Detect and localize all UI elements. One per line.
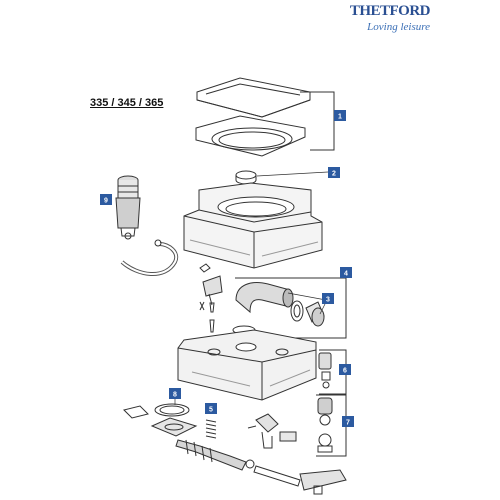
- callout-badge-5: 5: [205, 403, 217, 414]
- callout-badge-8: 8: [169, 388, 181, 399]
- svg-text:8: 8: [173, 392, 177, 399]
- svg-text:9: 9: [104, 198, 108, 205]
- level-indicator-part: [318, 352, 332, 389]
- svg-text:1: 1: [338, 114, 342, 121]
- callout-badge-3: 3: [322, 293, 334, 304]
- clip-parts: [199, 263, 223, 333]
- fresh-water-tank-part: [183, 182, 323, 269]
- valve-seal-kit-part: [123, 403, 198, 437]
- piston-rod-part: [175, 439, 347, 495]
- waste-holding-tank-part: [177, 329, 317, 401]
- spring-part: [205, 419, 217, 439]
- svg-text:4: 4: [344, 271, 348, 278]
- outlet-elbow-part: [235, 282, 294, 314]
- seal-ring-part: [290, 300, 304, 322]
- svg-text:2: 2: [332, 171, 336, 178]
- pump-hose-part: [120, 239, 179, 277]
- outlet-pipe-part: [305, 301, 325, 327]
- brand-name: THETFORD: [349, 3, 431, 19]
- svg-text:7: 7: [346, 420, 350, 427]
- bellows-pump-part: [115, 175, 141, 240]
- seat-ring-part: [195, 115, 306, 157]
- callout-badge-4: 4: [340, 267, 352, 278]
- svg-text:6: 6: [343, 368, 347, 375]
- callout-badge-9: 9: [100, 194, 112, 205]
- lid-part: [196, 77, 311, 118]
- valve-cap-part: [235, 170, 329, 185]
- callout-badge-1: 1: [334, 110, 346, 121]
- model-title: 335 / 345 / 365: [90, 97, 164, 109]
- callout-badge-7: 7: [342, 416, 354, 427]
- svg-text:3: 3: [326, 297, 330, 304]
- callout-badge-2: 2: [328, 167, 340, 178]
- locking-clip-parts: [247, 413, 297, 449]
- callout-1-bracket: [300, 91, 335, 151]
- brand-logo: THETFORD Loving leisure: [340, 2, 431, 42]
- brand-tagline: Loving leisure: [367, 21, 430, 33]
- svg-text:5: 5: [209, 407, 213, 414]
- rotation-spout-part: [317, 397, 333, 453]
- callout-badge-6: 6: [339, 364, 351, 375]
